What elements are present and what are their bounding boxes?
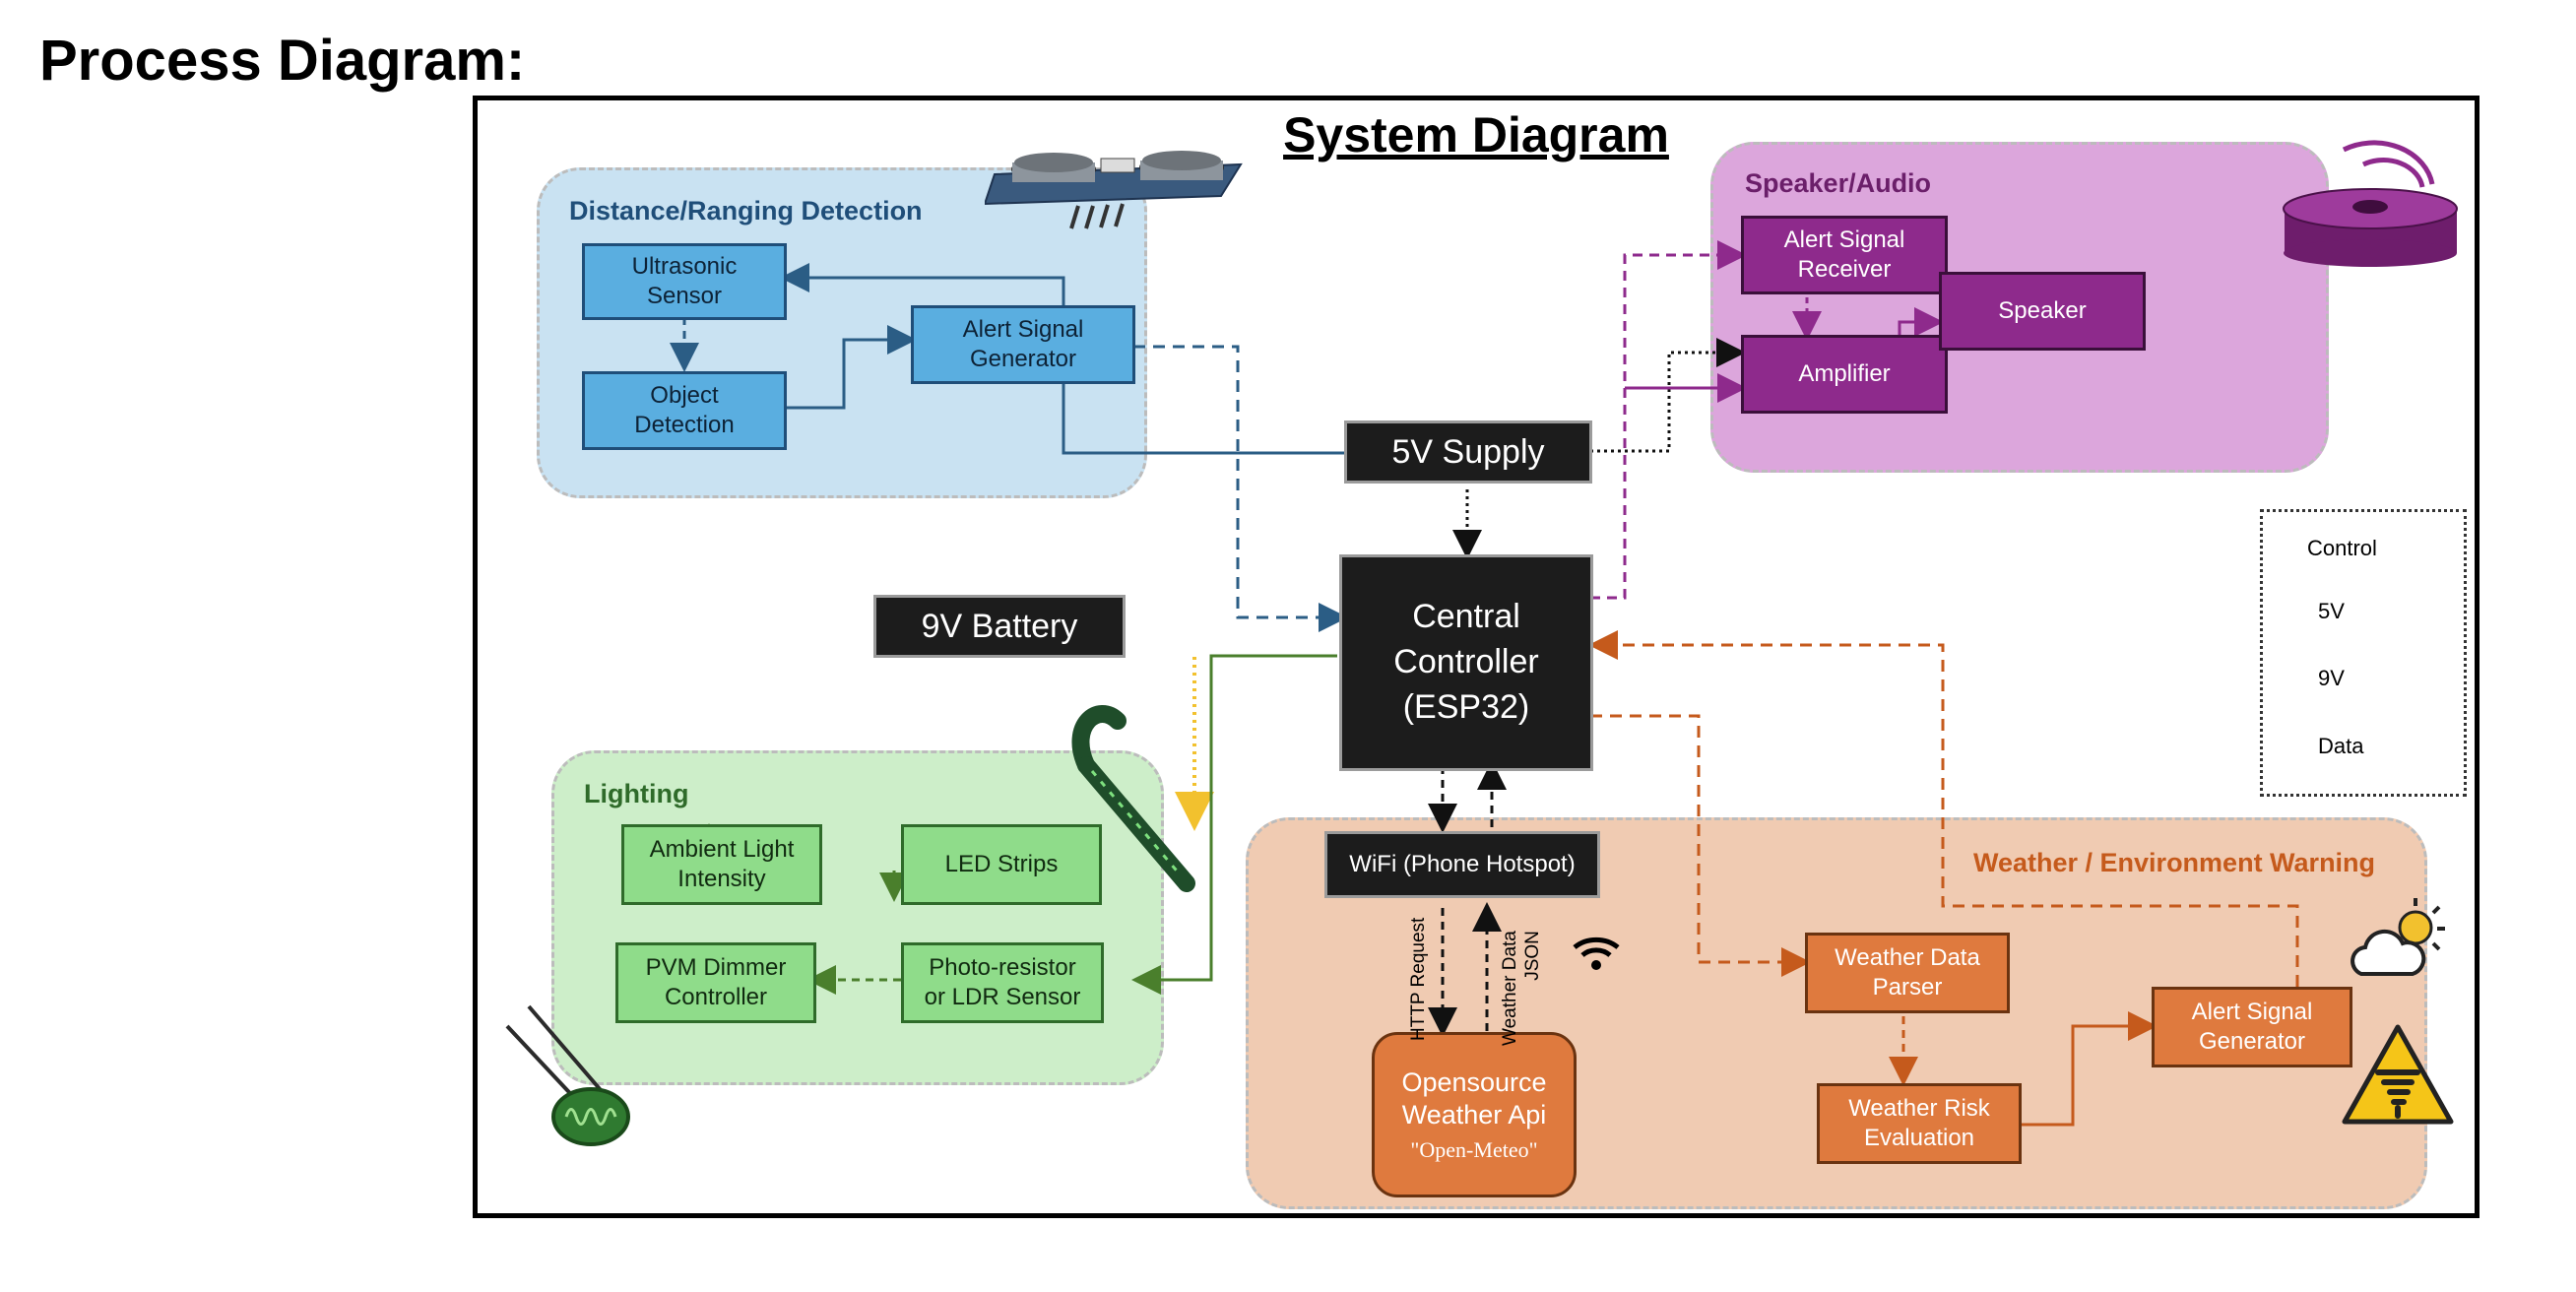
node-alert-signal-generator-weather: Alert Signal Generator bbox=[2152, 987, 2352, 1067]
node-alert-signal-receiver: Alert Signal Receiver bbox=[1741, 216, 1948, 294]
node-weather-api: Opensource Weather Api "Open-Meteo" bbox=[1372, 1032, 1577, 1197]
cane-icon bbox=[1071, 705, 1195, 892]
edge-label-weather-data-json: Weather Data JSON bbox=[1500, 931, 1543, 1046]
diagram-title: System Diagram bbox=[1283, 107, 1669, 162]
page-heading: Process Diagram: bbox=[39, 29, 526, 93]
node-central-controller: Central Controller (ESP32) bbox=[1339, 554, 1593, 771]
system-diagram-frame: System Diagram Distance/Ranging Detectio… bbox=[473, 96, 2479, 1218]
legend-data: Data bbox=[2318, 734, 2364, 758]
node-wifi-hotspot: WiFi (Phone Hotspot) bbox=[1324, 831, 1600, 898]
node-photo-resistor: Photo-resistor or LDR Sensor bbox=[901, 942, 1104, 1023]
node-led-strips: LED Strips bbox=[901, 824, 1102, 905]
ultrasonic-sensor-icon bbox=[985, 151, 1243, 229]
node-9v-battery: 9V Battery bbox=[873, 595, 1126, 658]
wifi-icon bbox=[1573, 937, 1620, 970]
speaker-icon bbox=[2283, 140, 2458, 267]
node-object-detection: Object Detection bbox=[582, 371, 787, 450]
weather-api-label: Opensource Weather Api bbox=[1401, 1066, 1547, 1130]
region-speaker-title: Speaker/Audio bbox=[1745, 168, 1932, 198]
legend-9v: 9V bbox=[2318, 666, 2345, 690]
node-ultrasonic-sensor: Ultrasonic Sensor bbox=[582, 243, 787, 320]
node-amplifier: Amplifier bbox=[1741, 335, 1948, 414]
node-pvm-dimmer-controller: PVM Dimmer Controller bbox=[615, 942, 816, 1023]
node-5v-supply: 5V Supply bbox=[1344, 420, 1592, 484]
region-weather-title: Weather / Environment Warning bbox=[1973, 848, 2376, 877]
region-lighting: Lighting bbox=[551, 750, 1164, 1085]
weather-cloud-icon bbox=[2351, 898, 2445, 976]
legend-box: Control 5V 9V Data bbox=[2260, 509, 2467, 797]
node-weather-risk-evaluation: Weather Risk Evaluation bbox=[1817, 1083, 2022, 1164]
legend-5v: 5V bbox=[2318, 599, 2345, 623]
node-speaker: Speaker bbox=[1939, 272, 2146, 351]
node-weather-data-parser: Weather Data Parser bbox=[1805, 933, 2010, 1013]
legend-control: Control bbox=[2307, 536, 2377, 560]
node-alert-signal-generator-distance: Alert Signal Generator bbox=[911, 305, 1135, 384]
node-ambient-light-intensity: Ambient Light Intensity bbox=[621, 824, 822, 905]
ldr-icon bbox=[505, 1004, 630, 1146]
region-distance-title: Distance/Ranging Detection bbox=[569, 196, 923, 226]
region-lighting-title: Lighting bbox=[584, 779, 689, 808]
edge-label-http-request: HTTP Request bbox=[1408, 917, 1429, 1041]
weather-api-subtitle: "Open-Meteo" bbox=[1410, 1137, 1538, 1162]
tornado-warning-icon bbox=[2342, 1024, 2454, 1125]
